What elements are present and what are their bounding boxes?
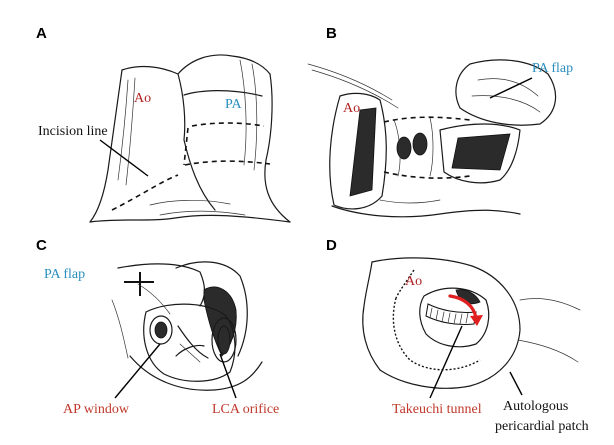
patch-suture-line	[393, 298, 480, 370]
leader-incision	[100, 140, 148, 176]
label-lca-orifice: LCA orifice	[212, 402, 279, 417]
incision-line-ao	[112, 175, 178, 210]
label-pa-flap-c: PA flap	[44, 267, 85, 282]
incision-line-pa-top	[192, 123, 264, 126]
aorta-outline-right	[184, 140, 215, 210]
panel-b: B Ao PA flap	[308, 25, 573, 217]
label-incision-line: Incision line	[38, 124, 108, 139]
label-ap-window: AP window	[63, 402, 130, 417]
takeuchi-tunnel-band	[426, 304, 476, 325]
panel-d: D Ao Takeuchi tunnel Autologous pericard…	[326, 237, 589, 434]
label-takeuchi-tunnel: Takeuchi tunnel	[392, 402, 482, 417]
pa-inner-wall	[452, 134, 510, 170]
panel-d-letter: D	[326, 237, 337, 254]
label-ao-d: Ao	[405, 274, 422, 289]
incision-line-pa-bottom	[185, 161, 270, 165]
leader-ap-window	[115, 344, 160, 398]
label-pa-flap-b: PA flap	[532, 61, 573, 76]
pa-outline-top	[178, 55, 270, 74]
panel-a: A Ao PA Incision line	[36, 25, 290, 222]
panel-a-letter: A	[36, 25, 47, 42]
leader-takeuchi-tunnel	[430, 326, 462, 398]
panel-c: C PA flap AP window LCA orifice	[36, 237, 279, 417]
label-pa-a: PA	[225, 97, 243, 112]
pa-outline-right	[265, 74, 290, 222]
panel-b-letter: B	[326, 25, 337, 42]
label-ao-b: Ao	[343, 101, 360, 116]
label-patch-line1: Autologous	[503, 399, 568, 414]
label-ao-a: Ao	[134, 91, 151, 106]
aorta-outline-left	[90, 70, 122, 222]
panel-c-letter: C	[36, 237, 47, 254]
coronary-button-2	[413, 133, 427, 155]
leader-patch	[510, 372, 522, 395]
label-patch-line2: pericardial patch	[495, 419, 589, 434]
aorta-inner-wall	[350, 108, 376, 196]
